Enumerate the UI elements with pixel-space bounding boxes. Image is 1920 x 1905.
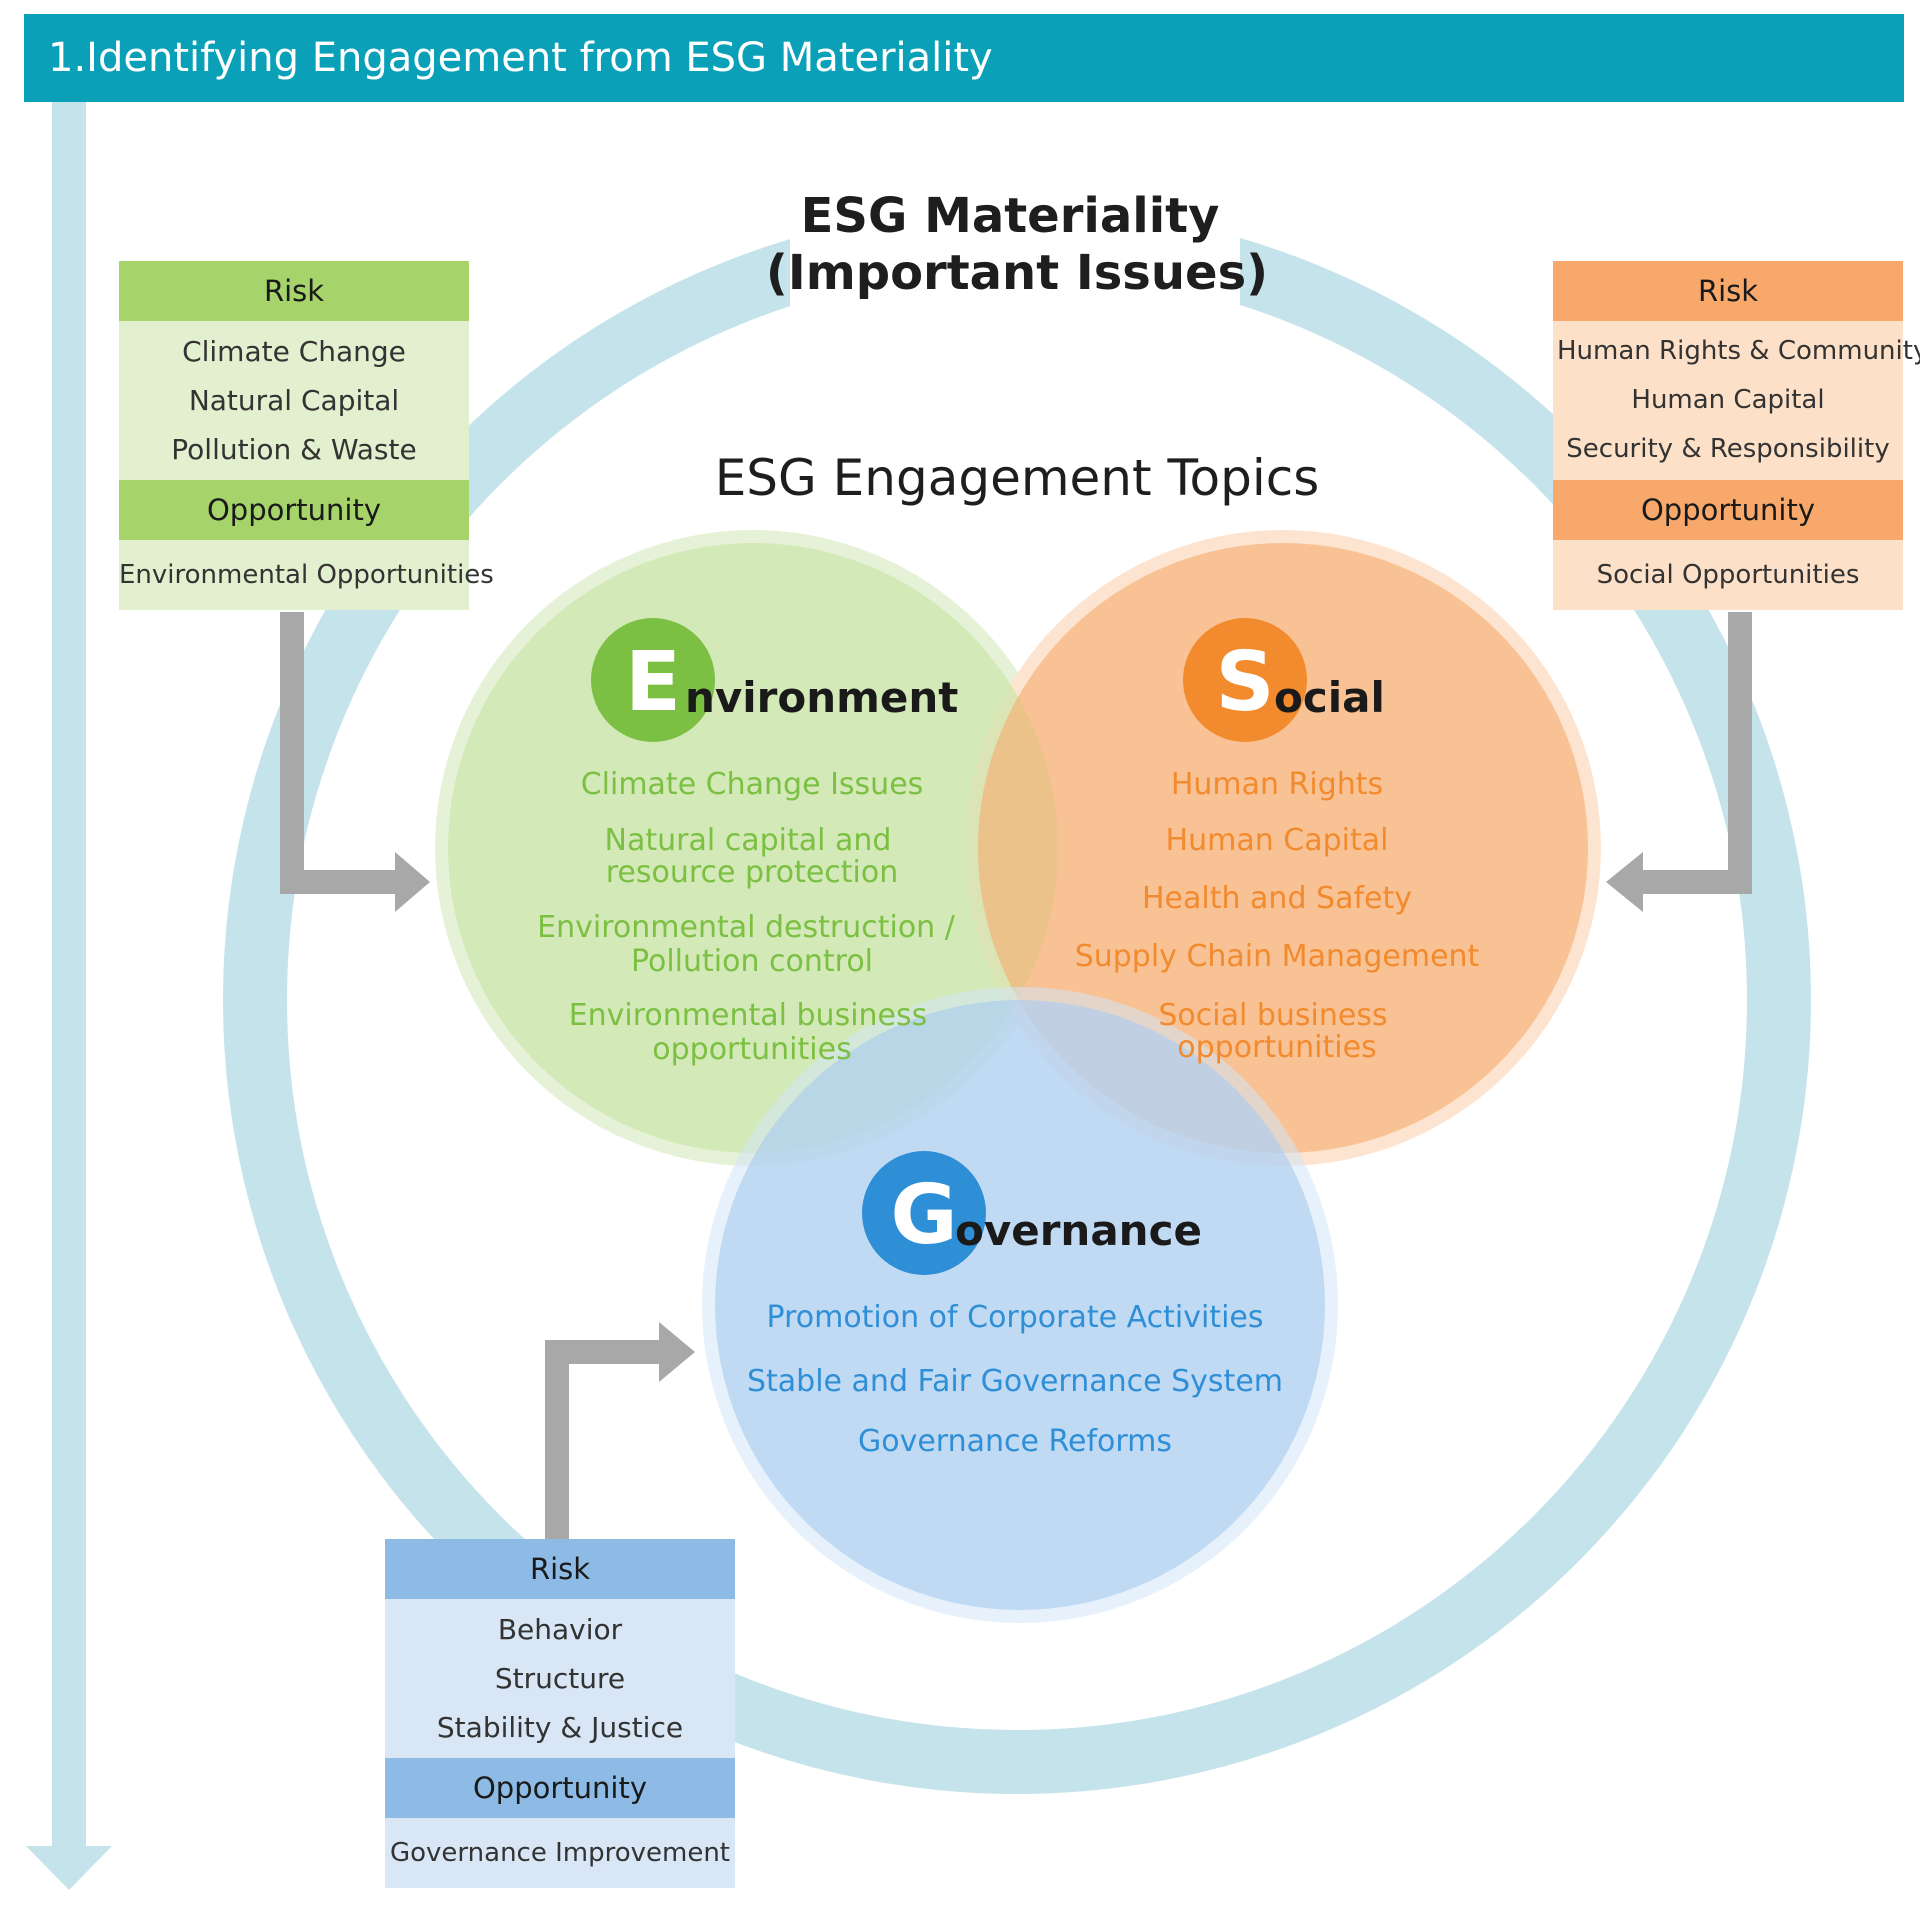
environment-item-3: resource protection xyxy=(606,855,899,890)
materiality-title-line1: ESG Materiality xyxy=(801,188,1220,244)
social-letter: S xyxy=(1215,635,1274,730)
environment-item-5: Pollution control xyxy=(631,944,873,979)
governance-item-3: Governance Reforms xyxy=(858,1424,1172,1459)
soc-risk-item: Human Capital xyxy=(1631,385,1825,415)
flow-arrow-head xyxy=(26,1846,112,1890)
gov-opportunity-item: Governance Improvement xyxy=(385,1818,735,1888)
social-item-3: Health and Safety xyxy=(1142,881,1412,916)
gov-risk-item: Stability & Justice xyxy=(436,1711,684,1744)
engagement-title: ESG Engagement Topics xyxy=(715,449,1320,507)
env-opportunity-header: Opportunity xyxy=(119,480,469,540)
soc-opportunity-header: Opportunity xyxy=(1553,480,1903,540)
social-item-4: Supply Chain Management xyxy=(1075,939,1480,974)
gov-opportunity-header: Opportunity xyxy=(385,1758,735,1818)
env-risk-header: Risk xyxy=(119,261,469,321)
social-heading: ocial xyxy=(1274,673,1385,722)
gov-connector-arrowhead xyxy=(659,1322,695,1382)
governance-letter: G xyxy=(890,1168,957,1263)
environment-letter-badge xyxy=(591,618,715,742)
environment-letter: E xyxy=(625,635,681,730)
gov-risk-list: Behavior Structure Stability & Justice xyxy=(385,1599,735,1758)
environment-item-6: Environmental business xyxy=(569,998,928,1033)
materiality-title-line2: (Important Issues) xyxy=(766,245,1268,301)
environment-item-2: Natural capital and xyxy=(605,823,892,858)
governance-risk-box: Risk Behavior Structure Stability & Just… xyxy=(385,1539,735,1888)
social-item-1: Human Rights xyxy=(1171,767,1383,802)
gov-risk-item: Behavior xyxy=(497,1613,623,1646)
social-item-5: Social business xyxy=(1158,998,1387,1033)
soc-risk-item: Security & Responsibility xyxy=(1566,434,1890,464)
gov-connector-arrow xyxy=(545,1340,662,1540)
flow-arrow-shaft xyxy=(52,102,86,1852)
venn-diagram xyxy=(435,530,1601,1623)
gov-risk-item: Structure xyxy=(494,1662,626,1695)
soc-connector-arrowhead xyxy=(1606,852,1643,912)
env-connector-arrow xyxy=(280,612,398,894)
environment-item-1: Climate Change Issues xyxy=(581,767,924,802)
environment-heading: nvironment xyxy=(685,673,958,722)
governance-letter-badge xyxy=(862,1151,986,1275)
materiality-title-bg xyxy=(790,180,1240,310)
env-connector-arrowhead xyxy=(395,852,430,912)
governance-item-1: Promotion of Corporate Activities xyxy=(767,1300,1264,1335)
social-item-6: opportunities xyxy=(1177,1030,1376,1065)
env-risk-item: Pollution & Waste xyxy=(171,433,417,466)
governance-circle xyxy=(715,1000,1325,1610)
environment-item-4: Environmental destruction / xyxy=(537,910,956,945)
soc-risk-item: Human Rights & Community xyxy=(1557,336,1920,366)
env-risk-item: Climate Change xyxy=(182,335,406,368)
env-risk-list: Climate Change Natural Capital Pollution… xyxy=(119,321,469,480)
soc-opportunity-item: Social Opportunities xyxy=(1553,540,1903,610)
social-circle xyxy=(978,543,1588,1153)
environment-risk-box: Risk Climate Change Natural Capital Poll… xyxy=(119,261,494,610)
governance-heading: overnance xyxy=(955,1206,1202,1255)
header-title: 1.Identifying Engagement from ESG Materi… xyxy=(48,35,993,81)
header-bar: 1.Identifying Engagement from ESG Materi… xyxy=(24,14,1904,102)
social-letter-badge xyxy=(1183,618,1307,742)
gov-risk-header: Risk xyxy=(385,1539,735,1599)
social-item-2: Human Capital xyxy=(1166,823,1389,858)
soc-risk-list: Human Rights & Community Human Capital S… xyxy=(1553,321,1920,480)
env-risk-item: Natural Capital xyxy=(188,384,400,417)
soc-risk-header: Risk xyxy=(1553,261,1903,321)
soc-connector-arrow xyxy=(1640,612,1752,894)
env-opportunity-item: Environmental Opportunities xyxy=(119,540,494,610)
governance-item-2: Stable and Fair Governance System xyxy=(747,1364,1283,1399)
social-risk-box: Risk Human Rights & Community Human Capi… xyxy=(1553,261,1920,610)
environment-item-7: opportunities xyxy=(652,1032,851,1067)
